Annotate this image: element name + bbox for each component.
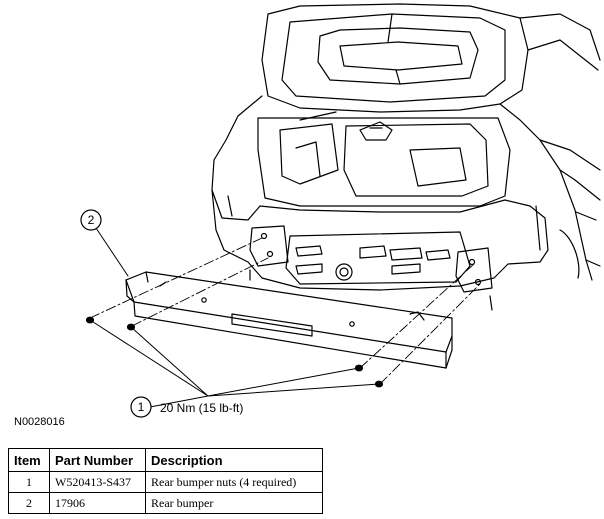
callout-1-torque-label: 20 Nm (15 lb-ft) (160, 401, 243, 415)
cell-item: 1 (8, 471, 50, 493)
parts-table-header-row: Item Part Number Description (8, 448, 323, 472)
leader-lines (89, 227, 380, 408)
rear-bumper-installation-illustration: 1 20 Nm (15 lb-ft) 2 (80, 3, 601, 418)
header-description: Description (145, 448, 323, 472)
table-row: 2 17906 Rear bumper (8, 492, 323, 514)
figure-id: N0028016 (14, 416, 65, 428)
alignment-lines (89, 237, 481, 385)
cell-item: 2 (8, 492, 50, 514)
vehicle-rear-body (211, 3, 601, 311)
callout-1-number: 1 (138, 400, 145, 414)
cell-part-number: 17906 (49, 492, 146, 514)
cell-part-number: W520413-S437 (49, 471, 146, 493)
rear-bumper-nuts (85, 316, 384, 388)
header-part-number: Part Number (49, 448, 146, 472)
callout-1: 1 20 Nm (15 lb-ft) (130, 396, 243, 418)
parts-table: Item Part Number Description 1 W520413-S… (8, 448, 323, 514)
cell-description: Rear bumper (145, 492, 323, 514)
header-item: Item (8, 448, 50, 472)
callout-2: 2 (80, 209, 102, 231)
rear-bumper-beam (125, 271, 453, 369)
cell-description: Rear bumper nuts (4 required) (145, 471, 323, 493)
table-row: 1 W520413-S437 Rear bumper nuts (4 requi… (8, 471, 323, 493)
callout-2-number: 2 (88, 213, 95, 227)
